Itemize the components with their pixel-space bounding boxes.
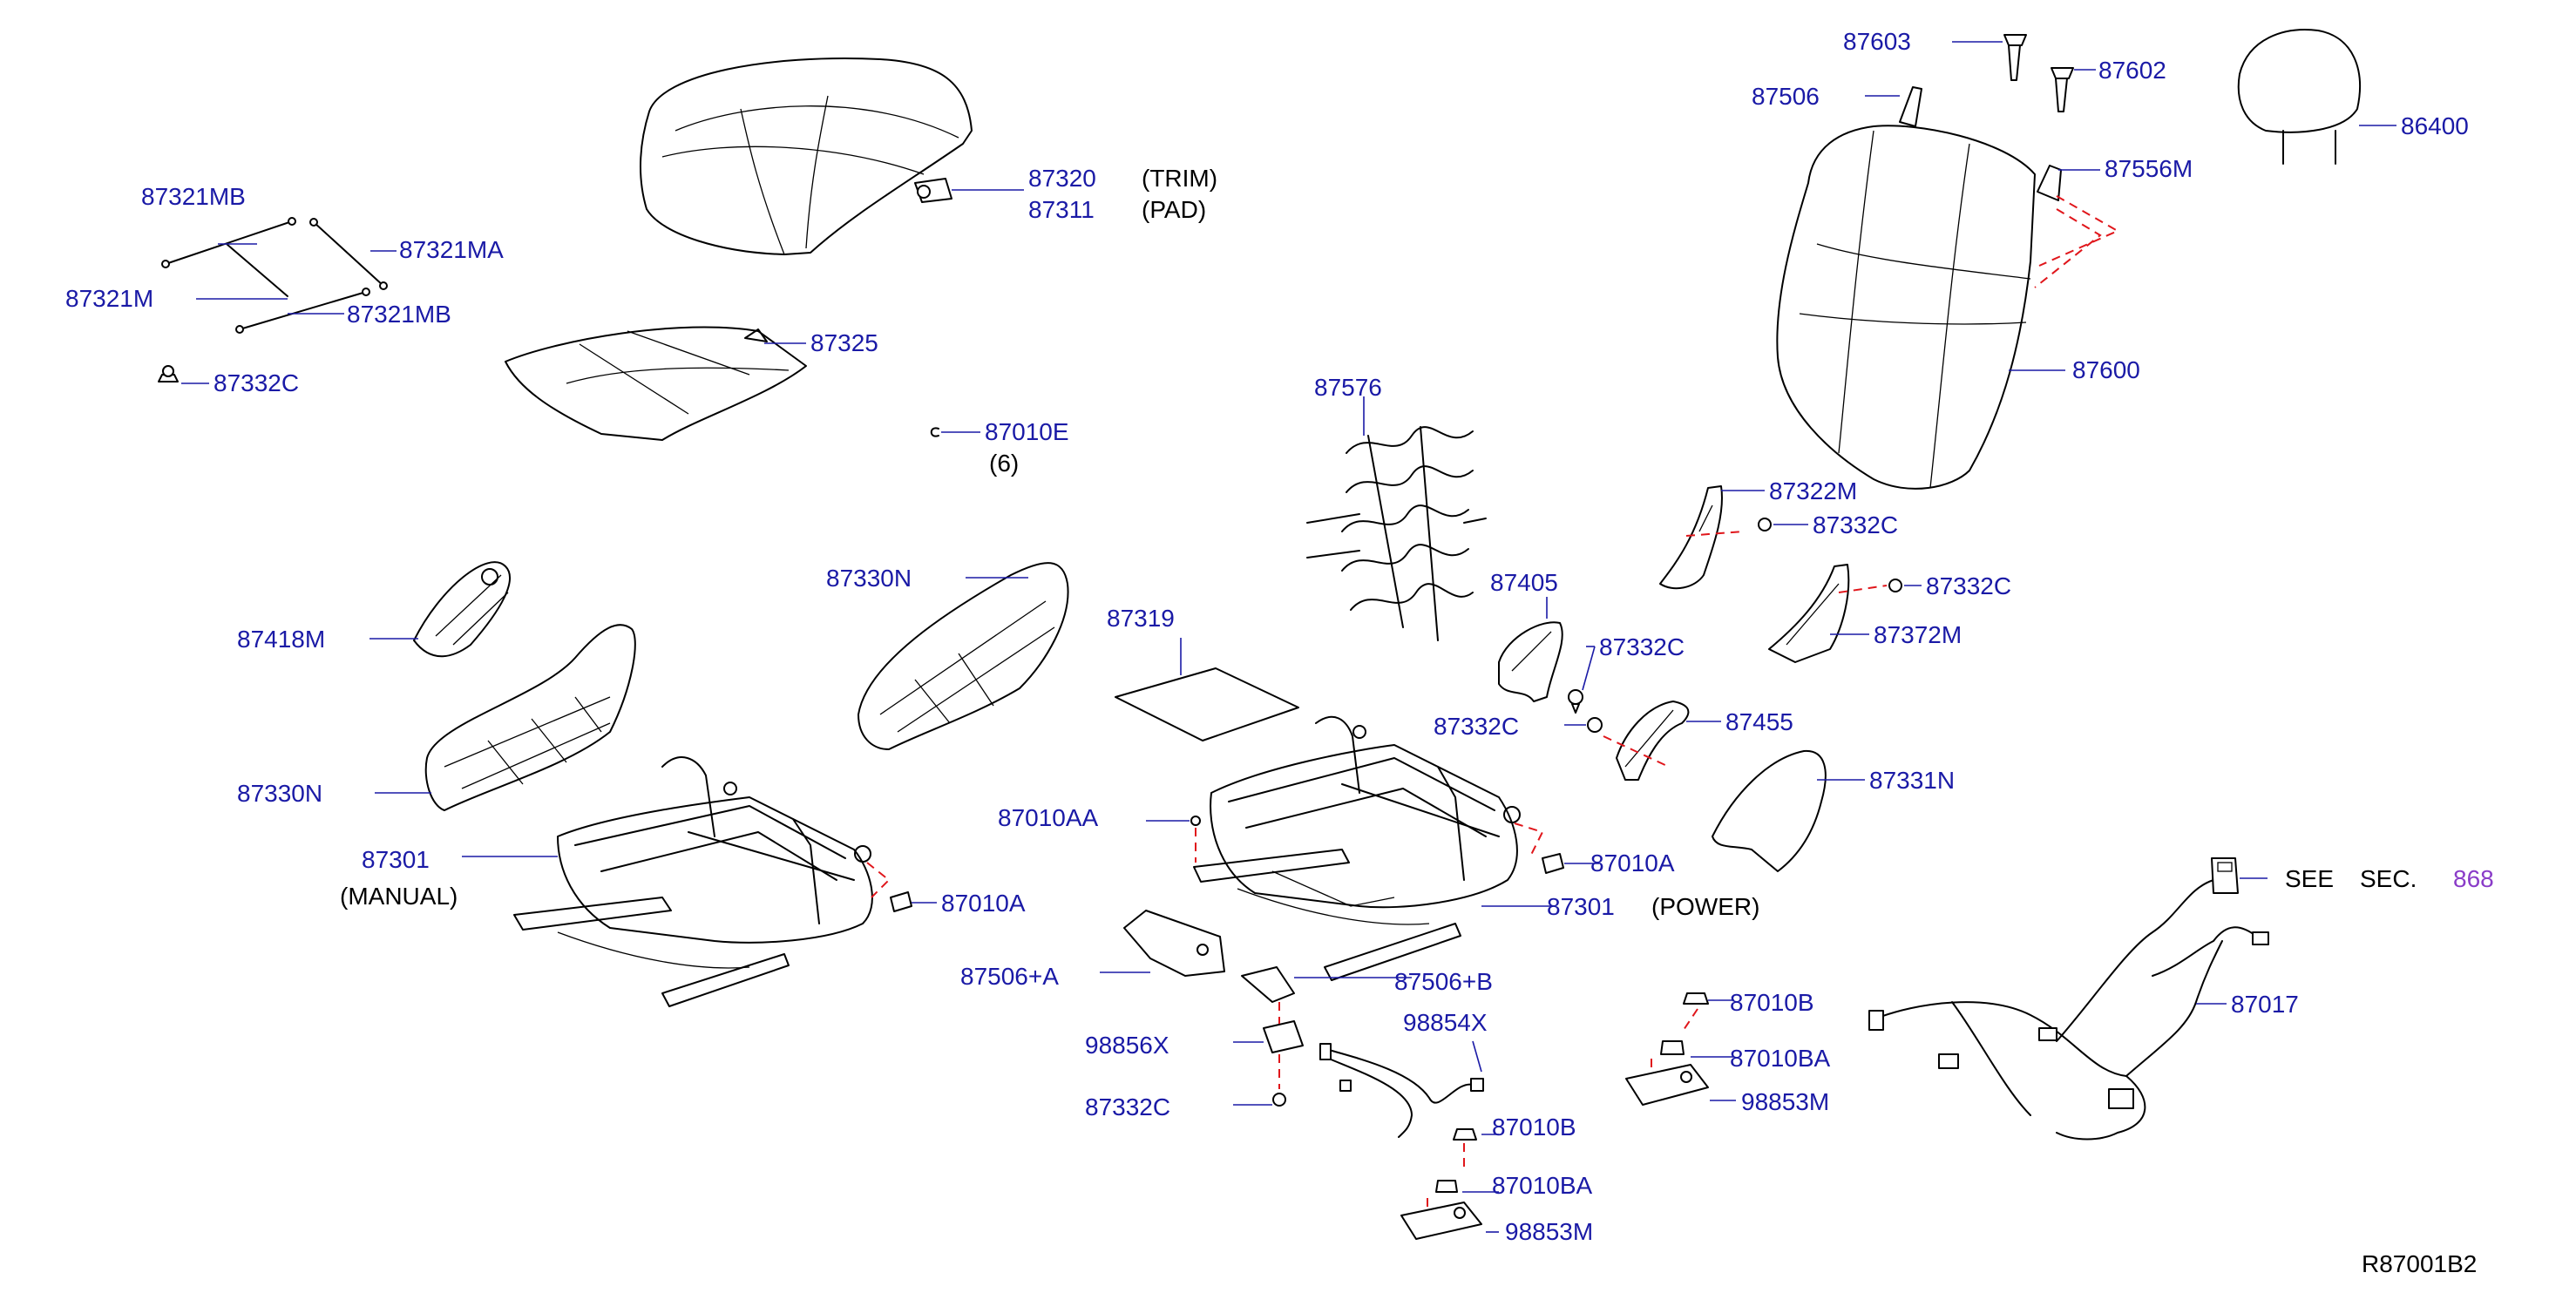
label-87602[interactable]: 87602: [2098, 57, 2166, 84]
label-87010AA[interactable]: 87010AA: [998, 804, 1099, 831]
clip-icon[interactable]: [1272, 1093, 1286, 1107]
bolt-icon[interactable]: [1542, 853, 1564, 874]
label-87010A[interactable]: 87010A: [941, 890, 1026, 917]
cushion-wires-icon[interactable]: [161, 217, 388, 334]
seat-side-trim-icon[interactable]: [413, 561, 511, 658]
label-87332C[interactable]: 87332C: [214, 369, 299, 396]
headrest-guide-icon[interactable]: [1899, 86, 1922, 127]
clip-icon[interactable]: [1587, 717, 1603, 733]
label-87010B[interactable]: 87010B: [1730, 989, 1814, 1016]
label-87320[interactable]: 87320: [1028, 165, 1096, 192]
label-87319[interactable]: 87319: [1107, 605, 1175, 632]
seat-recliner-cover-icon[interactable]: [1768, 564, 1850, 663]
note-sec: SEC.: [2360, 865, 2417, 892]
seat-back-shell-icon[interactable]: [858, 562, 1069, 750]
wire-harness-icon[interactable]: [1319, 1043, 1484, 1138]
bolt-icon[interactable]: [890, 891, 912, 912]
seat-back-cover-icon[interactable]: [1659, 485, 1723, 590]
label-87325[interactable]: 87325: [810, 329, 878, 356]
sensor-icon[interactable]: [1263, 1020, 1304, 1053]
label-87332C[interactable]: 87332C: [1434, 713, 1519, 740]
diagram-code: R87001B2: [2362, 1250, 2477, 1277]
label-87010B[interactable]: 87010B: [1492, 1114, 1576, 1141]
note-manual: (MANUAL): [340, 883, 458, 910]
bolt-icon[interactable]: [1683, 992, 1709, 1005]
label-87010BA[interactable]: 87010BA: [1730, 1045, 1831, 1072]
clip-icon[interactable]: [930, 427, 939, 437]
label-87603[interactable]: 87603: [1843, 28, 1911, 55]
label-87321MB[interactable]: 87321MB: [141, 183, 246, 210]
seat-cushion-pad-icon[interactable]: [505, 326, 807, 441]
seat-side-cover-icon[interactable]: [1712, 749, 1827, 872]
wire-harness-icon[interactable]: [1868, 870, 2269, 1141]
bolt-icon[interactable]: [1660, 1040, 1685, 1055]
label-87576[interactable]: 87576: [1314, 374, 1382, 401]
label-87405[interactable]: 87405: [1490, 569, 1558, 596]
seat-belt-buckle-icon[interactable]: [2211, 857, 2239, 894]
clip-icon[interactable]: [1758, 518, 1772, 531]
bolt-icon[interactable]: [1435, 1180, 1458, 1193]
seat-heater-mat-icon[interactable]: [1115, 667, 1299, 741]
label-87506-A[interactable]: 87506+A: [960, 963, 1059, 990]
label-87321M[interactable]: 87321M: [65, 285, 153, 312]
sensor-icon[interactable]: [1625, 1064, 1709, 1106]
label-87321MA[interactable]: 87321MA: [399, 236, 504, 263]
label-87600[interactable]: 87600: [2072, 356, 2140, 383]
label-87017[interactable]: 87017: [2231, 991, 2299, 1018]
label-87321MB[interactable]: 87321MB: [347, 301, 451, 328]
label-87330N[interactable]: 87330N: [826, 565, 912, 592]
headrest-icon[interactable]: [2237, 29, 2361, 165]
note-quantity: (6): [989, 450, 1019, 477]
label-87331N[interactable]: 87331N: [1869, 767, 1955, 794]
bolt-icon[interactable]: [1190, 816, 1201, 826]
label-86400[interactable]: 86400: [2401, 112, 2469, 139]
label-98853M[interactable]: 98853M: [1741, 1088, 1829, 1115]
label-87010BA[interactable]: 87010BA: [1492, 1172, 1593, 1199]
section-link-868[interactable]: 868: [2453, 865, 2494, 892]
note-pad: (PAD): [1142, 196, 1206, 223]
label-87556M[interactable]: 87556M: [2105, 155, 2193, 182]
label-87301[interactable]: 87301: [362, 846, 430, 873]
clip-icon[interactable]: [158, 365, 179, 382]
label-87330N[interactable]: 87330N: [237, 780, 322, 807]
seat-back-clip-icon[interactable]: [2037, 165, 2062, 201]
label-87506[interactable]: 87506: [1752, 83, 1820, 110]
headrest-guide-icon[interactable]: [2003, 34, 2027, 81]
label-87506-B[interactable]: 87506+B: [1394, 968, 1493, 995]
label-87322M[interactable]: 87322M: [1769, 477, 1857, 504]
label-87372M[interactable]: 87372M: [1874, 621, 1962, 648]
sensor-icon[interactable]: [1400, 1202, 1482, 1240]
label-98853M[interactable]: 98853M: [1505, 1218, 1593, 1245]
label-87455[interactable]: 87455: [1725, 708, 1793, 735]
seat-frame-power-icon[interactable]: [1193, 715, 1521, 981]
label-87010E[interactable]: 87010E: [985, 418, 1069, 445]
seat-bracket-icon[interactable]: [1498, 621, 1563, 702]
clip-icon[interactable]: [1568, 689, 1583, 714]
seat-back-trim-icon[interactable]: [1776, 125, 2036, 490]
note-power: (POWER): [1651, 893, 1759, 920]
label-87332C[interactable]: 87332C: [1926, 572, 2011, 599]
label-98856X[interactable]: 98856X: [1085, 1032, 1169, 1059]
note-trim: (TRIM): [1142, 165, 1217, 192]
clip-icon[interactable]: [1888, 579, 1902, 592]
seat-cushion-trim-icon[interactable]: [640, 58, 973, 255]
seat-frame-manual-icon[interactable]: [513, 756, 873, 1007]
note-see: SEE: [2285, 865, 2334, 892]
headrest-guide-icon[interactable]: [2051, 67, 2074, 112]
bolt-icon[interactable]: [1453, 1128, 1477, 1141]
seat-back-spring-mat-icon[interactable]: [1306, 426, 1487, 641]
label-87332C[interactable]: 87332C: [1085, 1093, 1170, 1120]
label-87418M[interactable]: 87418M: [237, 626, 325, 653]
seat-bracket-icon[interactable]: [1241, 966, 1295, 1003]
label-87311[interactable]: 87311: [1028, 196, 1095, 223]
label-87332C[interactable]: 87332C: [1813, 511, 1898, 538]
label-87301[interactable]: 87301: [1547, 893, 1615, 920]
label-87010A[interactable]: 87010A: [1590, 850, 1675, 877]
seat-bracket-icon[interactable]: [1616, 701, 1690, 781]
seat-bracket-icon[interactable]: [1123, 910, 1225, 977]
seat-back-shell-icon[interactable]: [424, 624, 636, 811]
label-87332C[interactable]: 87332C: [1599, 633, 1685, 660]
label-98854X[interactable]: 98854X: [1403, 1009, 1488, 1036]
